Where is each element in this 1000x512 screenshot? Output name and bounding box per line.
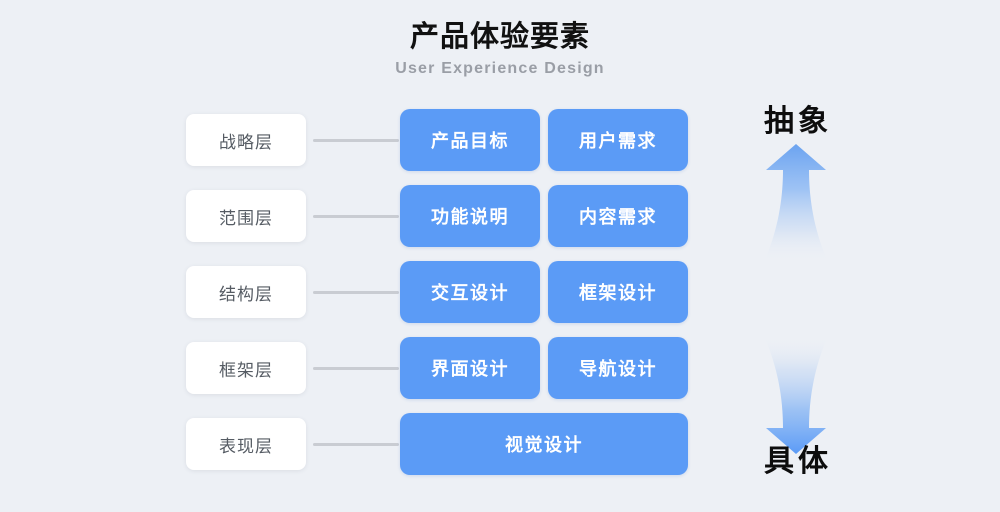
axis-label-concrete: 具体	[764, 445, 832, 478]
layer-row: 战略层 产品目标 用户需求	[0, 109, 1000, 171]
node-box[interactable]: 交互设计	[400, 261, 540, 323]
page-header: 产品体验要素 User Experience Design	[0, 18, 1000, 80]
axis-label-abstract: 抽象	[764, 105, 832, 138]
layer-nodes: 产品目标 用户需求	[400, 109, 688, 171]
layer-label-surface[interactable]: 表现层	[186, 418, 306, 470]
node-box[interactable]: 内容需求	[548, 185, 688, 247]
page-subtitle: User Experience Design	[395, 60, 605, 77]
layer-label-scope[interactable]: 范围层	[186, 190, 306, 242]
layer-nodes: 功能说明 内容需求	[400, 185, 688, 247]
node-box[interactable]: 导航设计	[548, 337, 688, 399]
page-title: 产品体验要素	[409, 21, 590, 53]
layer-nodes: 界面设计 导航设计	[400, 337, 688, 399]
arrow-up-icon	[756, 142, 836, 266]
layer-row: 结构层 交互设计 框架设计	[0, 261, 1000, 323]
layer-row: 框架层 界面设计 导航设计	[0, 337, 1000, 399]
node-box[interactable]: 产品目标	[400, 109, 540, 171]
connector-line	[313, 291, 399, 294]
layer-row: 表现层 视觉设计	[0, 413, 1000, 475]
layer-row: 范围层 功能说明 内容需求	[0, 185, 1000, 247]
abstraction-axis: 抽象	[726, 96, 866, 486]
layer-nodes: 交互设计 框架设计	[400, 261, 688, 323]
connector-line	[313, 215, 399, 218]
connector-line	[313, 443, 399, 446]
ux-layers-diagram: 战略层 产品目标 用户需求 范围层 功能说明 内容需求 结构层 交互设计 框架设…	[0, 109, 1000, 475]
node-box[interactable]: 功能说明	[400, 185, 540, 247]
connector-line	[313, 139, 399, 142]
layer-label-skeleton[interactable]: 框架层	[186, 342, 306, 394]
layer-label-strategy[interactable]: 战略层	[186, 114, 306, 166]
arrow-down-icon	[756, 334, 836, 456]
node-box[interactable]: 用户需求	[548, 109, 688, 171]
node-box[interactable]: 视觉设计	[400, 413, 688, 475]
layer-label-structure[interactable]: 结构层	[186, 266, 306, 318]
node-box[interactable]: 界面设计	[400, 337, 540, 399]
node-box[interactable]: 框架设计	[548, 261, 688, 323]
connector-line	[313, 367, 399, 370]
layer-nodes: 视觉设计	[400, 413, 688, 475]
